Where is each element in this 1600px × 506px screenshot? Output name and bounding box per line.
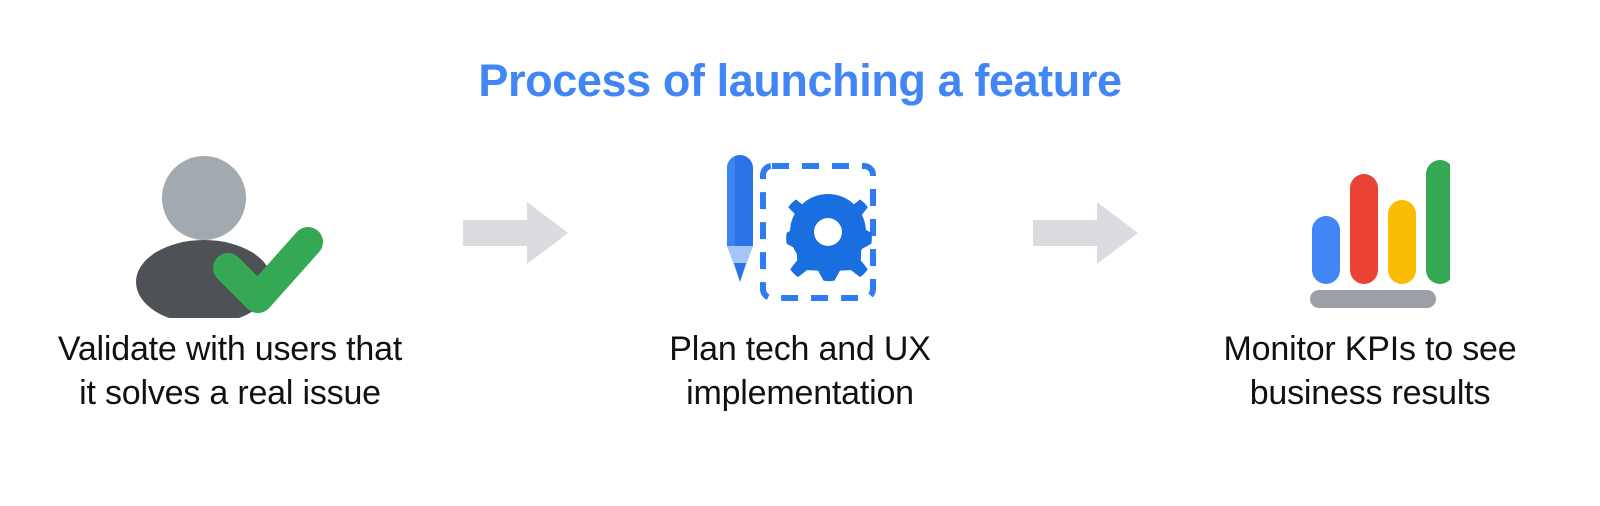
arrow-right-icon [462,201,568,264]
pencil-gear-icon [727,155,876,301]
connector-2-cell [1010,145,1160,320]
connector-1-cell [440,145,590,320]
process-step-2: Plan tech and UX implementation [590,145,1010,415]
step-2-icon-box [715,145,885,320]
arrow-right-icon [1032,201,1138,264]
arrow-1-shape [462,201,568,264]
process-step-1: Validate with users that it solves a rea… [20,145,440,415]
bar-chart-bar-2 [1350,173,1378,284]
bar-chart-bar-3 [1388,199,1416,284]
process-steps: Validate with users that it solves a rea… [0,145,1600,465]
bar-chart-icon [1310,159,1450,308]
check-mark-icon [213,226,323,313]
step-1-icon-box [130,145,330,320]
gear-icon [786,194,872,282]
pencil-point-shape [734,263,746,282]
arrow-2-shape [1032,201,1138,264]
step-2-caption: Plan tech and UX implementation [669,330,931,412]
step-1-caption: Validate with users that it solves a rea… [57,330,403,412]
person-head-shape [162,155,246,240]
step-3-icon-box [1290,145,1450,320]
page-title: Process of launching a feature [478,55,1122,106]
gear-hole-shape [814,218,842,246]
person-check-icon [136,155,323,318]
bar-chart-bar-1 [1312,215,1340,284]
dashed-frame-icon [760,163,876,301]
pencil-highlight-shape [727,156,735,246]
step-3-caption: Monitor KPIs to see business results [1223,330,1517,412]
bar-chart-bar-4 [1426,159,1450,284]
bar-chart-baseline [1310,289,1436,308]
process-step-3: Monitor KPIs to see business results [1160,145,1580,415]
